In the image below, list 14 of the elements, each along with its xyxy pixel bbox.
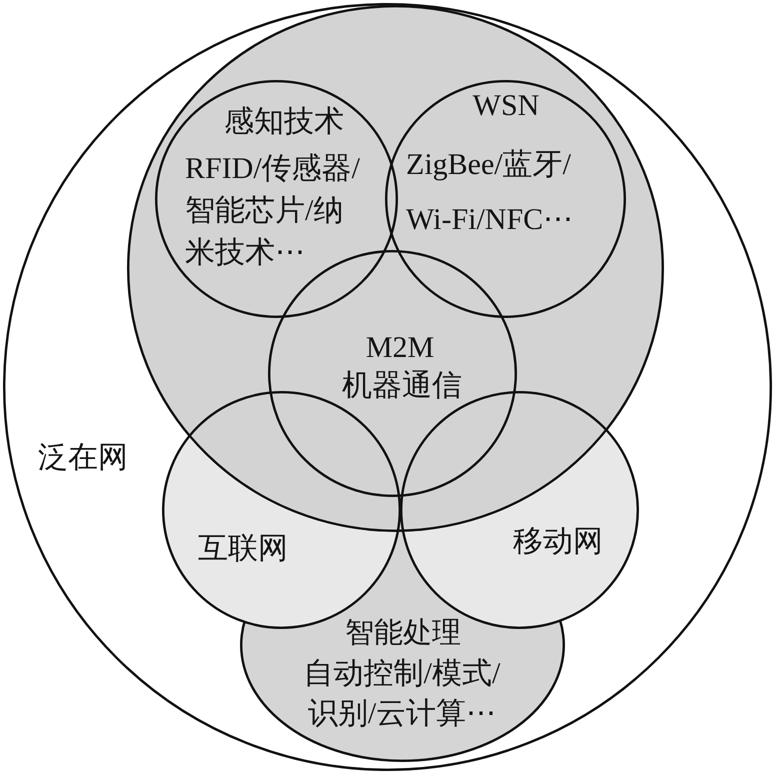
venn-circle (385, 80, 626, 318)
venn-circle (155, 80, 398, 318)
circle-title: WSN (472, 90, 540, 122)
outer-circle (3, 3, 772, 771)
circle-text: 机器通信 (342, 370, 462, 402)
oval-text: 自动控制/模式/识别/云计算⋯ (302, 656, 502, 732)
circle-label: 互联网 (198, 531, 288, 567)
circle-text: RFID/传感器/智能芯片/纳米技术⋯ (185, 151, 362, 271)
circle-title: M2M (366, 330, 434, 366)
circle-text: ZigBee/蓝牙/Wi-Fi/NFC⋯ (406, 147, 574, 238)
region-label: 泛在网 (38, 440, 128, 476)
circle-title: 感知技术 (224, 104, 344, 140)
circle-label: 移动网 (513, 524, 603, 560)
oval-title: 智能处理 (345, 617, 461, 649)
